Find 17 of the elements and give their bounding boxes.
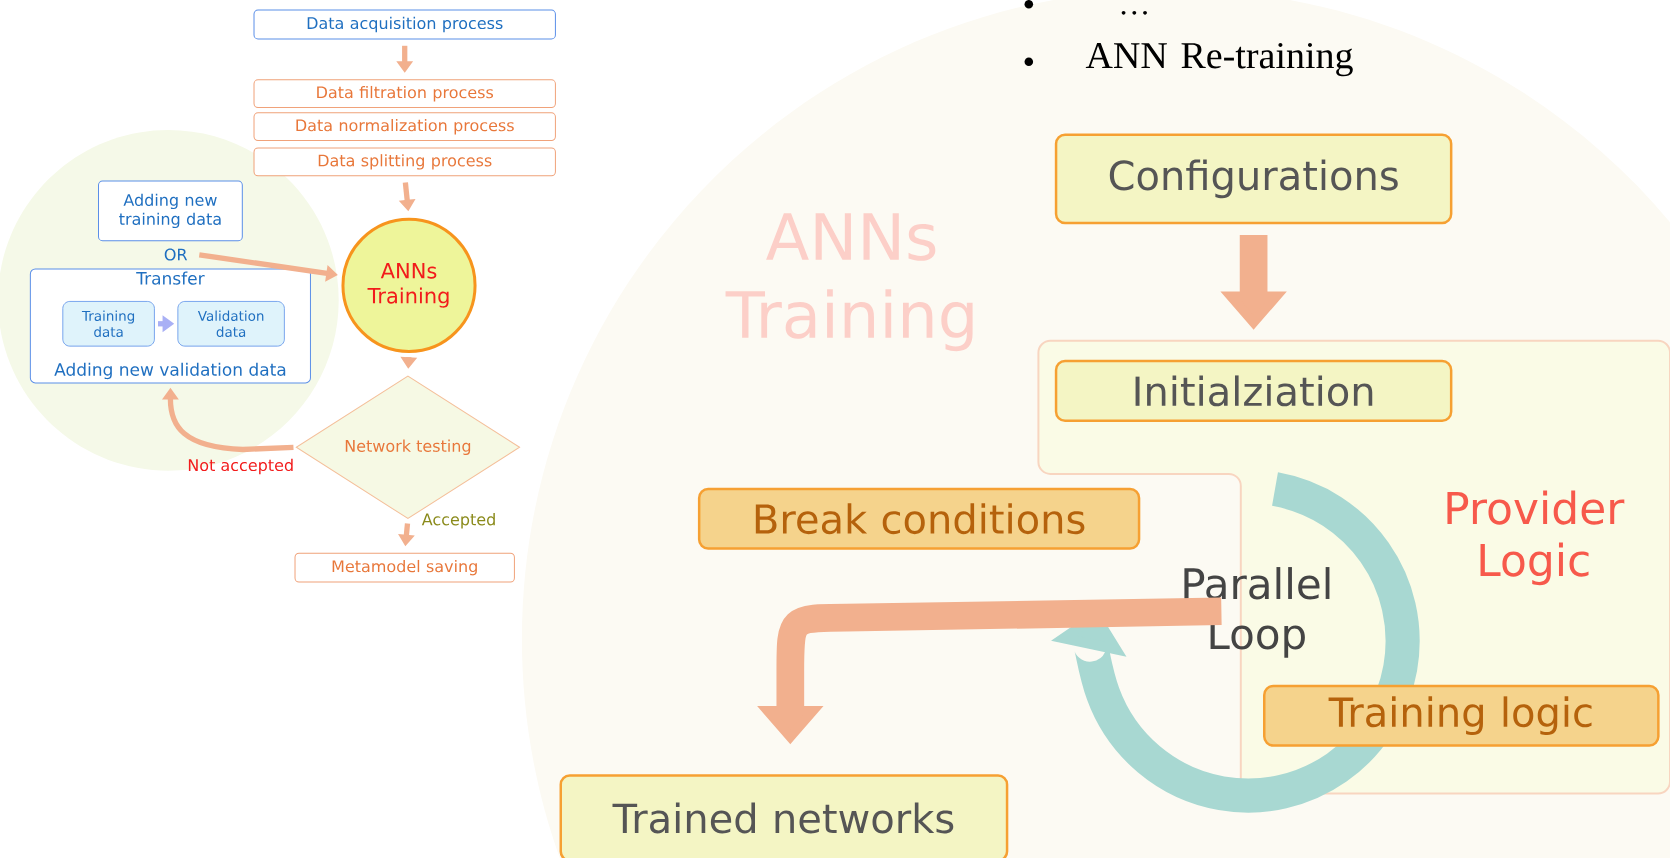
process-box: Trained networks bbox=[559, 774, 1009, 858]
process-box: Initialziation bbox=[1054, 359, 1453, 422]
bullet-text: ANN Re-training bbox=[1085, 42, 1353, 77]
process-box: Break conditions bbox=[697, 487, 1141, 550]
process-box: Adding new training data bbox=[98, 180, 243, 242]
process-box: Configurations bbox=[1054, 133, 1453, 225]
process-box: Data normalization process bbox=[253, 112, 556, 142]
process-box: Training logic bbox=[1263, 684, 1660, 747]
process-box: Data filtration process bbox=[253, 79, 556, 109]
process-box: Data acquisition process bbox=[253, 9, 556, 40]
connector-text: OR bbox=[164, 248, 188, 261]
process-box: Validation data bbox=[177, 301, 285, 347]
edge-label: Not accepted bbox=[188, 458, 293, 475]
process-box: Data splitting process bbox=[253, 147, 556, 177]
process-box: Metamodel saving bbox=[294, 552, 515, 583]
ellipsis: … bbox=[1121, 10, 1147, 15]
process-box: Training data bbox=[62, 301, 155, 347]
